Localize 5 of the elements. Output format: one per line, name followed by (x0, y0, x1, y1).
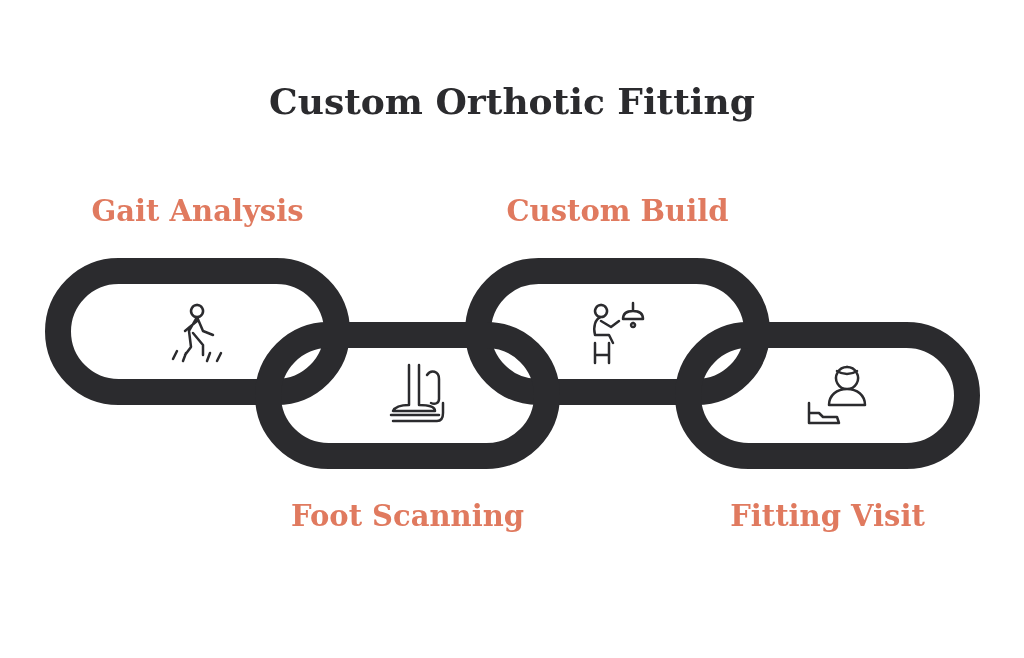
step-title: Gait Analysis (90, 194, 305, 228)
step-title: Custom Build (505, 194, 730, 228)
title: Custom Orthotic Fitting (268, 80, 756, 122)
step-title: Foot Scanning (289, 499, 526, 533)
step-title: Fitting Visit (729, 499, 926, 533)
